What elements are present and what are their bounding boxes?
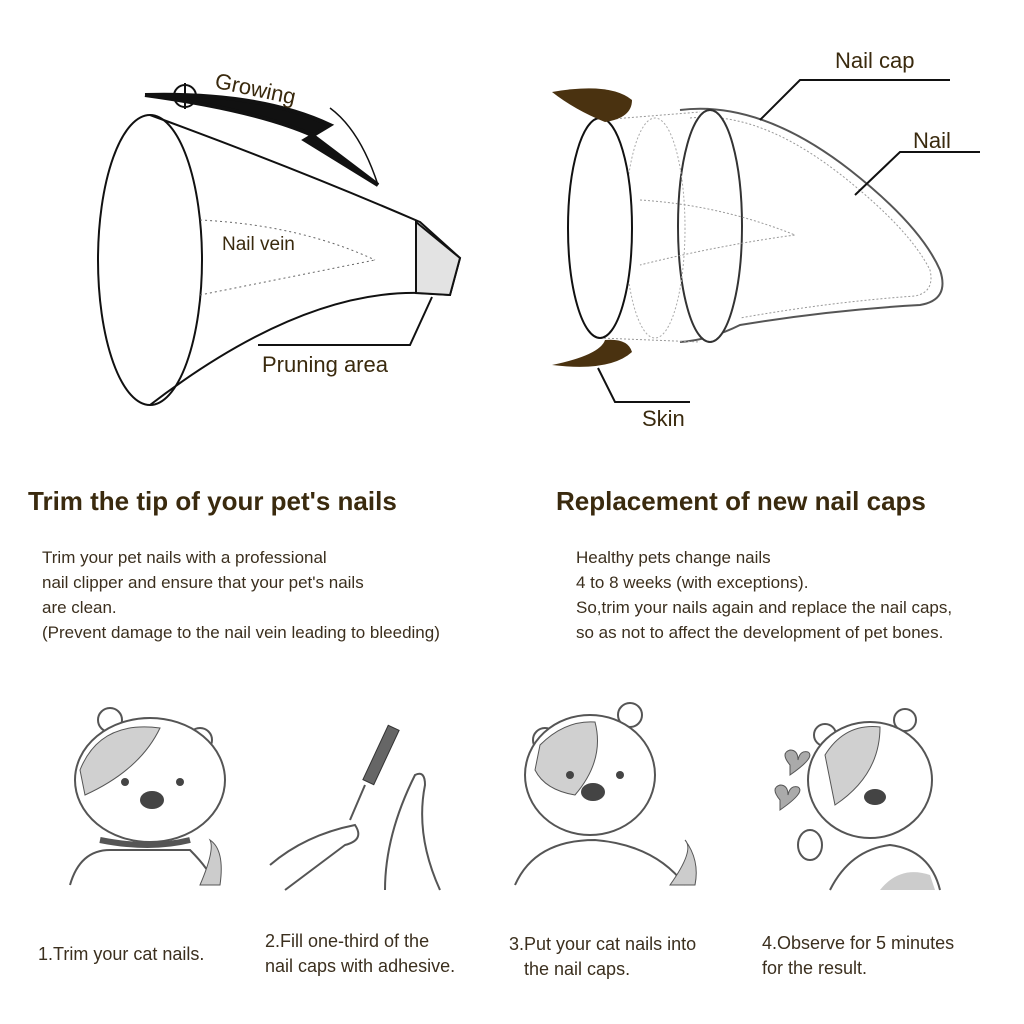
dog-nail-cap-illustration <box>514 702 697 886</box>
nail-cap-diagram <box>552 79 980 403</box>
pruning-area-label: Pruning area <box>262 352 388 377</box>
text-line: 4.Observe for 5 minutes <box>762 933 955 953</box>
section-title-replace: Replacement of new nail caps <box>556 486 926 516</box>
text-line: 3.Put your cat nails into <box>509 934 697 954</box>
nail-cap-label: Nail cap <box>835 48 915 73</box>
step-caption-3: 3.Put your cat nails into the nail caps. <box>509 932 696 982</box>
text-line: the nail caps. <box>509 959 631 979</box>
section-text-trim: Trim your pet nails with a professional … <box>42 545 440 645</box>
text-line: for the result. <box>762 958 868 978</box>
text-line: nail clipper and ensure that your pet's … <box>42 573 364 592</box>
step-caption-1: 1.Trim your cat nails. <box>38 942 204 967</box>
nail-trim-diagram <box>97 83 462 406</box>
section-title-trim: Trim the tip of your pet's nails <box>28 486 397 516</box>
text-line: nail caps with adhesive. <box>265 956 456 976</box>
text-line: 2.Fill one-third of the <box>265 931 430 951</box>
skin-shape <box>552 88 632 122</box>
dog-trimming-illustration <box>69 707 226 886</box>
text-line: (Prevent damage to the nail vein leading… <box>42 623 440 642</box>
text-line: Trim your pet nails with a professional <box>42 548 327 567</box>
skin-label: Skin <box>642 406 685 431</box>
step-caption-2: 2.Fill one-third of the nail caps with a… <box>265 929 455 979</box>
nail-vein-label: Nail vein <box>222 234 295 255</box>
step-caption-4: 4.Observe for 5 minutes for the result. <box>762 931 954 981</box>
nail-label: Nail <box>913 128 951 153</box>
text-line: So,trim your nails again and replace the… <box>576 598 953 617</box>
text-line: are clean. <box>42 598 117 617</box>
text-line: 4 to 8 weeks (with exceptions). <box>576 573 809 592</box>
section-text-replace: Healthy pets change nails 4 to 8 weeks (… <box>576 545 952 645</box>
happy-dog-illustration <box>774 708 941 891</box>
text-line: so as not to affect the development of p… <box>576 623 944 642</box>
text-line: 1.Trim your cat nails. <box>38 944 205 964</box>
adhesive-hand-illustration <box>269 724 441 891</box>
text-line: Healthy pets change nails <box>576 548 771 567</box>
